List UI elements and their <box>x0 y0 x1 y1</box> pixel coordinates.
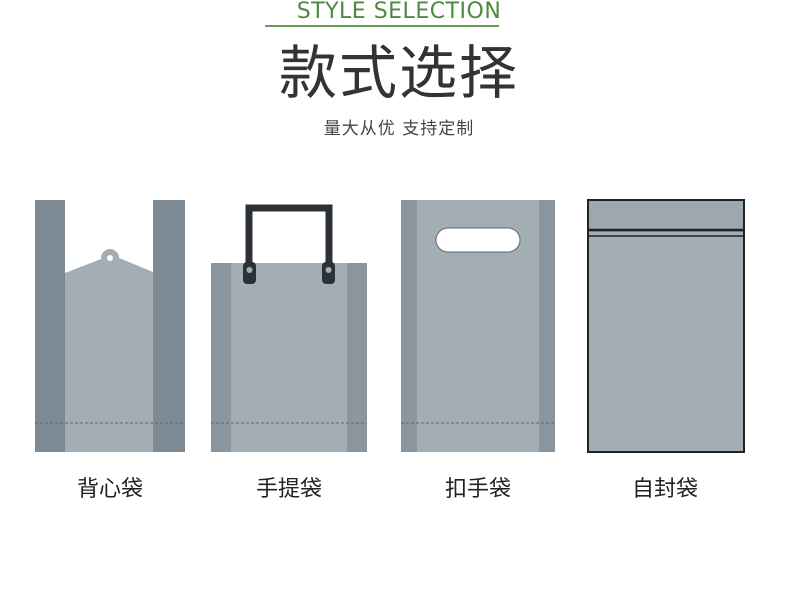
header-english-title: STYLE SELECTION <box>296 0 502 24</box>
header-english: STYLE SELECTION <box>0 0 798 28</box>
page-title: 款式选择 <box>278 39 519 107</box>
handle-bag-icon <box>211 204 367 452</box>
bag-label-vest: 背心袋 <box>76 477 143 502</box>
die-cut-handle-bag-icon <box>401 200 555 452</box>
vest-bag-icon <box>35 200 185 452</box>
bag-label-ziplock: 自封袋 <box>631 477 698 502</box>
page-subtitle: 量大从优 支持定制 <box>323 119 475 139</box>
bag-label-diecut: 扣手袋 <box>444 477 511 502</box>
bag-label-handle: 手提袋 <box>255 477 322 502</box>
header-underline <box>265 25 499 27</box>
ziplock-bag-icon <box>587 199 745 453</box>
